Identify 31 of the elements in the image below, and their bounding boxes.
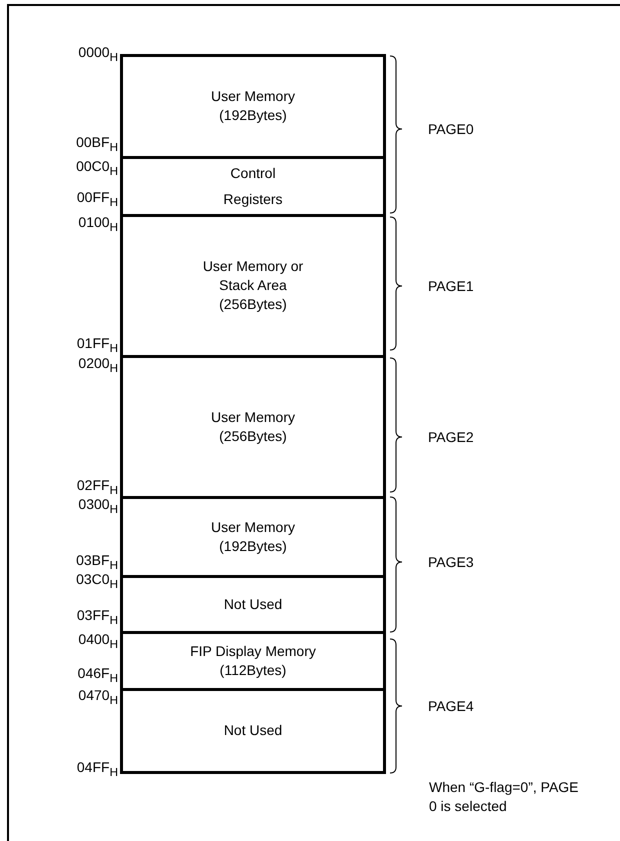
address-label: 03BF$_{H}$ — [76, 552, 118, 574]
address-label: 0200$_{H}$ — [78, 355, 118, 377]
region-label: Not Used — [224, 721, 282, 740]
address-label: 00FF$_{H}$ — [76, 189, 118, 211]
address-label: 046F$_{H}$ — [78, 665, 118, 687]
page-label: PAGE4 — [428, 698, 474, 714]
address-label: 0400$_{H}$ — [78, 631, 118, 653]
page-label: PAGE1 — [428, 278, 474, 294]
address-label: 04FF$_{H}$ — [76, 759, 118, 781]
region-label: Not Used — [224, 594, 282, 614]
region-label: FIP Display Memory (112Bytes) — [189, 642, 317, 680]
address-label: 03FF$_{H}$ — [76, 607, 118, 629]
address-label: 01FF$_{H}$ — [76, 335, 118, 357]
region-label: User Memory (256Bytes) — [210, 408, 296, 446]
region-label: Control Registers — [222, 164, 284, 209]
page-label: PAGE3 — [428, 554, 474, 570]
address-label: 00C0$_{H}$ — [76, 158, 118, 180]
region-label: User Memory (192Bytes) — [210, 518, 296, 556]
memory-region — [120, 54, 386, 158]
address-label: 00BF$_{H}$ — [76, 134, 118, 156]
address-label: 02FF$_{H}$ — [76, 477, 118, 499]
region-label: User Memory (192Bytes) — [210, 87, 296, 125]
address-label: 0100$_{H}$ — [78, 214, 118, 236]
page-label: PAGE0 — [428, 121, 474, 137]
address-label: 03C0$_{H}$ — [76, 571, 118, 593]
address-label: 0470$_{H}$ — [78, 687, 118, 709]
address-label: 0000$_{H}$ — [78, 44, 118, 66]
note-text: When “G-flag=0”, PAGE 0 is selected — [429, 778, 579, 816]
page-label: PAGE2 — [428, 429, 474, 445]
address-label: 0300$_{H}$ — [78, 496, 118, 518]
region-label: User Memory or Stack Area (256Bytes) — [202, 257, 304, 314]
